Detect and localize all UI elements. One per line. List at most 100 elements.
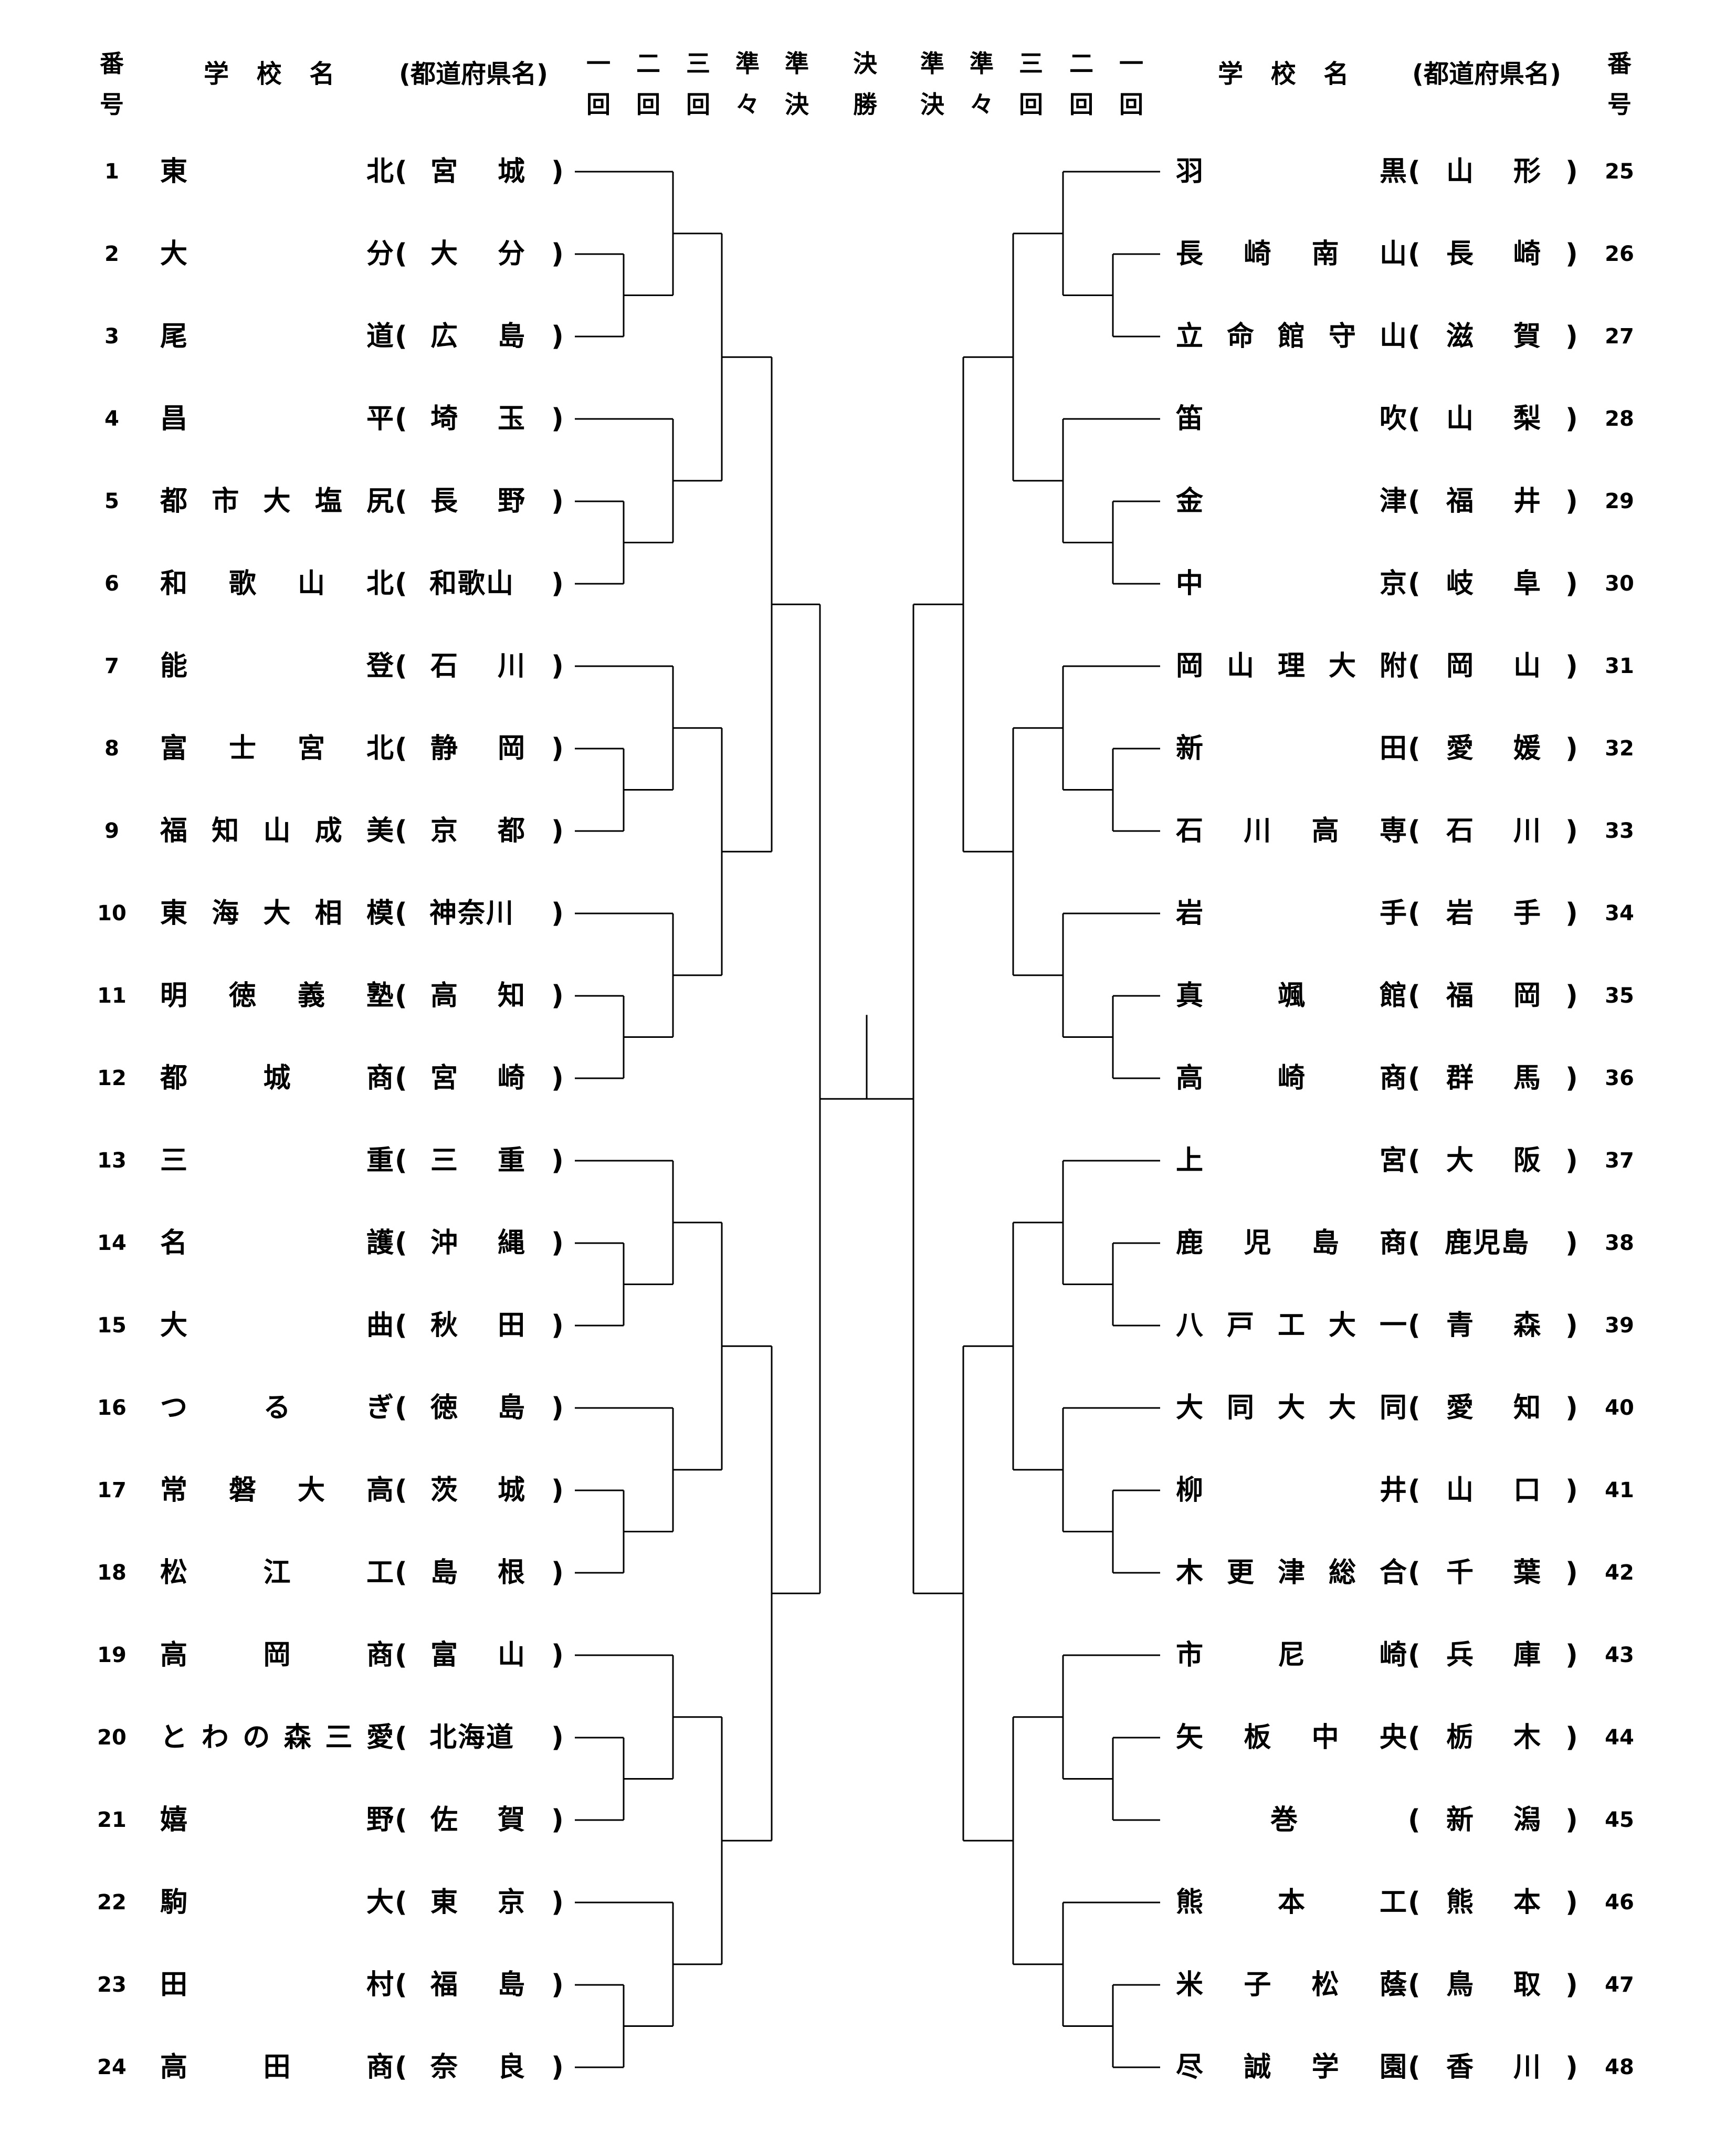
- open-paren: (: [395, 1145, 407, 1176]
- team-number: 11: [97, 984, 127, 1008]
- team-number: 20: [97, 1726, 127, 1750]
- close-paren: ): [551, 1887, 564, 1918]
- school-name: 新田: [1176, 733, 1407, 764]
- open-paren: (: [395, 733, 407, 764]
- close-paren: ): [551, 733, 564, 764]
- school-name: 真颯館: [1176, 980, 1407, 1012]
- team-number: 4: [104, 407, 119, 431]
- prefecture-name: 埼玉: [430, 403, 525, 435]
- team-number: 42: [1605, 1561, 1634, 1585]
- school-name: 鹿児島商: [1176, 1227, 1407, 1259]
- round-label-left-5: 準決: [785, 49, 809, 119]
- close-paren: ): [1565, 1722, 1578, 1753]
- open-paren: (: [1408, 1145, 1421, 1176]
- team-number: 2: [104, 242, 119, 266]
- open-paren: (: [1408, 1557, 1421, 1589]
- close-paren: ): [1565, 1475, 1578, 1506]
- prefecture-name: 石川: [430, 650, 525, 682]
- close-paren: ): [1565, 815, 1578, 847]
- close-paren: ): [1565, 321, 1578, 352]
- school-name: 巻: [1270, 1804, 1298, 1836]
- school-name: 長崎南山: [1176, 238, 1407, 270]
- school-name: 尽誠学園: [1176, 2052, 1407, 2083]
- team-number: 44: [1605, 1726, 1634, 1750]
- prefecture-name: 青森: [1446, 1310, 1541, 1341]
- open-paren: (: [395, 1969, 407, 2001]
- open-paren: (: [395, 238, 407, 270]
- round-label-right-4: 二回: [1069, 49, 1093, 119]
- close-paren: ): [551, 1475, 564, 1506]
- open-paren: (: [395, 1227, 407, 1259]
- open-paren: (: [395, 1310, 407, 1341]
- open-paren: (: [395, 980, 407, 1012]
- team-number: 24: [97, 2055, 127, 2079]
- team-number: 30: [1605, 572, 1634, 596]
- open-paren: (: [395, 1557, 407, 1589]
- open-paren: (: [395, 321, 407, 352]
- open-paren: (: [1408, 1392, 1421, 1424]
- team-number: 33: [1605, 819, 1634, 843]
- prefecture-name: 群馬: [1446, 1063, 1541, 1094]
- team-number: 28: [1605, 407, 1634, 431]
- prefecture-name: 山梨: [1446, 403, 1541, 435]
- team-number: 48: [1605, 2055, 1634, 2079]
- close-paren: ): [551, 568, 564, 600]
- prefecture-name: 徳島: [430, 1392, 525, 1424]
- open-paren: (: [1408, 650, 1421, 682]
- prefecture-name: 静岡: [430, 733, 525, 764]
- open-paren: (: [1408, 1804, 1421, 1836]
- team-number: 16: [97, 1396, 127, 1420]
- close-paren: ): [1565, 1804, 1578, 1836]
- prefecture-name: 福岡: [1446, 980, 1541, 1012]
- team-number: 27: [1605, 324, 1634, 349]
- open-paren: (: [395, 2052, 407, 2083]
- prefecture-name: 宮城: [430, 156, 525, 187]
- prefecture-name: 栃木: [1446, 1722, 1541, 1753]
- team-number: 25: [1605, 160, 1634, 184]
- prefecture-name: 奈良: [430, 2052, 525, 2083]
- prefecture-name: 鳥取: [1446, 1969, 1541, 2001]
- open-paren: (: [1408, 898, 1421, 929]
- prefecture-name: 東京: [430, 1887, 525, 1918]
- open-paren: (: [1408, 1063, 1421, 1094]
- close-paren: ): [551, 403, 564, 435]
- school-name: 高崎商: [1176, 1063, 1407, 1094]
- school-name: とわの森三愛: [160, 1722, 394, 1753]
- prefecture-name: 香川: [1446, 2052, 1541, 2083]
- round-label-right-2: 準々: [970, 49, 994, 119]
- open-paren: (: [1408, 1310, 1421, 1341]
- school-name: 富士宮北: [160, 733, 394, 764]
- team-number: 36: [1605, 1066, 1634, 1090]
- close-paren: ): [1565, 1310, 1578, 1341]
- school-name: 柳井: [1176, 1475, 1407, 1506]
- prefecture-label-left: (都道府県名): [399, 59, 548, 89]
- open-paren: (: [395, 898, 407, 929]
- team-number: 8: [104, 737, 119, 761]
- team-number: 13: [97, 1149, 127, 1173]
- close-paren: ): [1565, 1145, 1578, 1176]
- school-name: 中京: [1176, 568, 1407, 600]
- close-paren: ): [551, 238, 564, 270]
- school-name: 福知山成美: [160, 815, 394, 847]
- open-paren: (: [1408, 156, 1421, 187]
- school-name: 金津: [1176, 486, 1407, 517]
- team-number: 32: [1605, 737, 1634, 761]
- team-number: 35: [1605, 984, 1634, 1008]
- prefecture-name: 山形: [1446, 156, 1541, 187]
- school-name: 立命館守山: [1176, 321, 1407, 352]
- open-paren: (: [1408, 238, 1421, 270]
- team-number: 12: [97, 1066, 127, 1090]
- prefecture-name: 福島: [430, 1969, 525, 2001]
- prefecture-name: 山口: [1446, 1475, 1541, 1506]
- close-paren: ): [1565, 650, 1578, 682]
- close-paren: ): [551, 1639, 564, 1671]
- open-paren: (: [395, 1722, 407, 1753]
- close-paren: ): [1565, 403, 1578, 435]
- round-label-final: 決勝: [853, 49, 877, 119]
- team-number: 14: [97, 1231, 127, 1255]
- close-paren: ): [1565, 1063, 1578, 1094]
- close-paren: ): [551, 156, 564, 187]
- prefecture-name: 滋賀: [1446, 321, 1541, 352]
- school-name: 上宮: [1176, 1145, 1407, 1176]
- prefecture-name: 岐阜: [1446, 568, 1541, 600]
